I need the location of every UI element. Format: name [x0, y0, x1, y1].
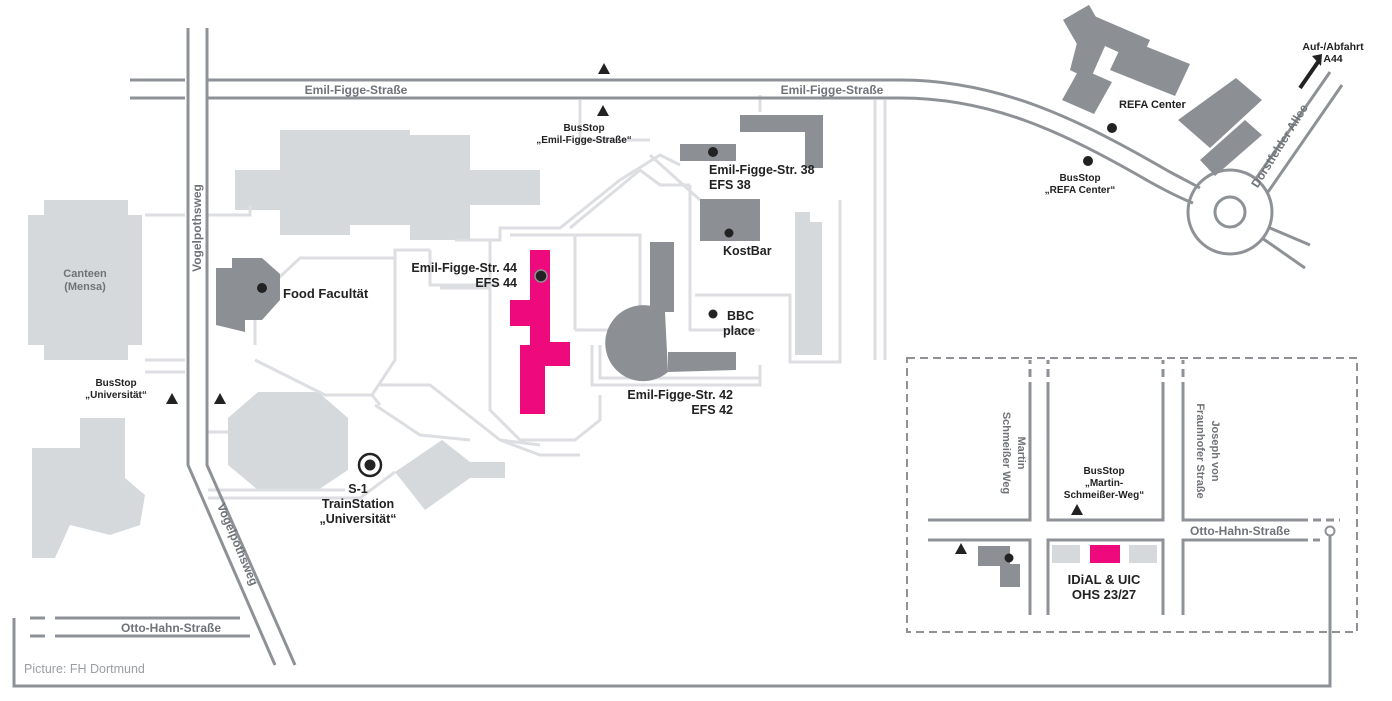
food-facultat-label: Food Facultät — [283, 286, 369, 301]
efs44-label-1: Emil-Figge-Str. 44 — [411, 261, 517, 275]
inset-otto-hahn-label: Otto-Hahn-Straße — [1190, 524, 1290, 538]
central-building-complex — [235, 130, 540, 240]
refa-bldg-2 — [1070, 12, 1150, 80]
trainstation-label-3: „Universität“ — [319, 512, 396, 526]
efs42-label-2: EFS 42 — [691, 403, 733, 417]
inset-dark-building — [978, 546, 1020, 587]
inset-joseph-label-2: Fraunhofer Straße — [1194, 403, 1206, 498]
roads — [12, 28, 1344, 688]
bbc-label-2: place — [723, 324, 755, 338]
food-facultat-marker — [257, 283, 267, 293]
efs42-tower — [650, 242, 674, 312]
busstop-triangle-efs — [597, 105, 609, 116]
inset-joseph-label-1: Joseph von — [1209, 420, 1221, 481]
otto-hahn-connector — [12, 530, 1332, 688]
efs38-label-1: Emil-Figge-Str. 38 — [709, 163, 815, 177]
trainstation-marker — [357, 452, 383, 478]
canteen-label-2: (Mensa) — [64, 281, 106, 293]
refa-bldg-5 — [1178, 78, 1262, 148]
busstop-triangle-north — [598, 63, 610, 74]
busstop-triangle-inset-west — [955, 543, 967, 554]
bbc-label-1: BBC — [727, 309, 754, 323]
emil-figge-south-edge — [130, 96, 1194, 205]
dorstfelder-allee-west-edge — [1253, 71, 1332, 181]
busstop-efs-label-2: „Emil-Figge-Straße“ — [536, 135, 632, 146]
highway-arrow — [1298, 54, 1322, 90]
efs44-target-building — [510, 250, 570, 414]
vogelpothsweg-west-edge — [186, 28, 277, 666]
west-building — [32, 418, 145, 558]
busstop-efs-label-1: BusStop — [563, 123, 604, 134]
kostbar-label: KostBar — [723, 244, 772, 258]
refa-center-label: REFA Center — [1119, 99, 1187, 111]
busstop-triangle-uni-east — [214, 393, 226, 404]
inset-building-right — [1129, 545, 1157, 563]
otto-hahn-label-main: Otto-Hahn-Straße — [121, 621, 221, 635]
busstop-refa-label-1: BusStop — [1059, 173, 1100, 184]
audimax-building — [228, 392, 348, 490]
busstop-refa-label-2: „REFA Center“ — [1045, 185, 1116, 196]
efs38-marker — [708, 147, 718, 157]
busstop-triangle-msw — [1071, 504, 1083, 515]
busstop-triangle-uni-west — [166, 393, 178, 404]
emil-figge-label-west: Emil-Figge-Straße — [305, 83, 408, 97]
picture-credit: Picture: FH Dortmund — [24, 662, 145, 676]
footpaths — [145, 95, 887, 500]
light-buildings — [28, 130, 822, 558]
inset-martin-label-2: Schmeißer Weg — [1000, 412, 1012, 494]
inset-building-left — [1052, 545, 1080, 563]
efs44-marker — [534, 269, 548, 283]
road-dashes — [45, 616, 55, 638]
efs42-label-1: Emil-Figge-Str. 42 — [627, 388, 733, 402]
inset-target-label-1: IDiAL & UIC — [1068, 572, 1141, 587]
inset-target-label-2: OHS 23/27 — [1072, 587, 1136, 602]
busstop-uni-label-1: BusStop — [95, 378, 136, 389]
roundabout-outer — [1186, 168, 1274, 256]
efs44-label-2: EFS 44 — [475, 276, 517, 290]
trainstation-label-2: TrainStation — [322, 497, 394, 511]
vogelpothsweg-east-edge — [205, 28, 297, 666]
canteen-building — [28, 200, 142, 360]
emil-figge-north-edge — [130, 78, 1201, 190]
refa-bldg-3 — [1110, 38, 1190, 96]
kostbar-marker — [724, 228, 734, 238]
roundabout-inner — [1213, 195, 1247, 229]
inset-marker — [1004, 553, 1014, 563]
efs38-building-b — [740, 115, 823, 168]
busstop-msw-label-1: BusStop — [1083, 466, 1124, 477]
canteen-label-1: Canteen — [63, 268, 107, 280]
refa-bldg-6 — [1200, 120, 1262, 176]
refa-center-marker — [1107, 123, 1117, 133]
bbc-marker — [708, 309, 718, 319]
highway-label-2: A44 — [1323, 53, 1342, 65]
inset-map: Martin Schmeißer Weg Joseph von Fraunhof… — [906, 357, 1358, 633]
emil-figge-label-east: Emil-Figge-Straße — [781, 83, 884, 97]
refa-bldg-4 — [1062, 68, 1112, 114]
inset-target-building — [1090, 545, 1120, 563]
efs38-label-2: EFS 38 — [709, 178, 751, 192]
food-facultat-building — [216, 258, 280, 332]
dark-buildings — [216, 4, 1262, 382]
busstop-refa-marker — [1083, 156, 1093, 166]
efs38-building-a — [680, 144, 736, 161]
busstop-msw-label-2: „Martin- — [1085, 478, 1123, 489]
inset-martin-label-1: Martin — [1015, 437, 1027, 470]
vogelpothsweg-label-north: Vogelpothsweg — [190, 184, 204, 272]
lab-building-east — [795, 212, 822, 355]
inset-frame — [906, 357, 1358, 633]
efs42-rotunda — [605, 305, 736, 382]
dorstfelder-allee-east-edge — [1266, 84, 1344, 193]
station-building — [395, 440, 505, 510]
busstop-uni-label-2: „Universität“ — [85, 390, 147, 401]
highway-label-1: Auf-/Abfahrt — [1302, 41, 1364, 53]
busstop-msw-label-3: Schmeißer-Weg“ — [1064, 490, 1144, 501]
trainstation-label-1: S-1 — [348, 482, 368, 496]
